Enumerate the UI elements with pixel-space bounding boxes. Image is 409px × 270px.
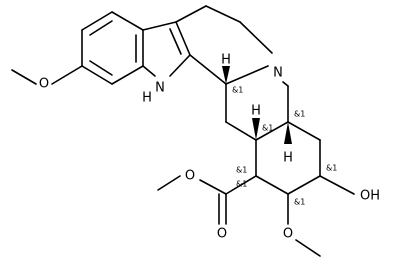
- ring-c: [175, 5, 273, 85]
- hydroxyl-label: OH: [360, 189, 380, 204]
- stereo-mark-c17: &1: [294, 198, 305, 207]
- stereo-h-top: H: [221, 53, 231, 68]
- stereo-wedge-top: [222, 66, 230, 84]
- ester-single-bond: [199, 179, 227, 195]
- methoxy-bottom-methyl: [295, 239, 321, 257]
- stereo-h-mid: H: [251, 104, 261, 119]
- stereo-mark-c18: &1: [326, 164, 337, 173]
- stereo-h-low: H: [283, 151, 293, 166]
- ester-carbonyl-oxygen: O: [217, 227, 227, 242]
- stereo-mark-c15: &1: [262, 124, 273, 133]
- stereo-mark-c3: &1: [232, 86, 243, 95]
- ring-e: [255, 121, 321, 195]
- stereo-mark-c16: &1: [236, 166, 247, 175]
- methoxy-oxygen-label: O: [39, 77, 49, 92]
- indole-nitrogen-label: N: [155, 81, 165, 96]
- ester-carbonyl-bond: [225, 175, 257, 195]
- methoxy-bottom-oxygen: O: [283, 227, 293, 242]
- indole-hydrogen-label: H: [142, 91, 152, 106]
- benzene-ring: [81, 11, 144, 85]
- stereo-mark-c19: &1: [236, 180, 247, 189]
- ring-d: [225, 81, 289, 141]
- ester-methyl: [157, 175, 181, 191]
- pyrrole-ring: [142, 21, 191, 77]
- methoxy-left: [11, 65, 83, 85]
- stereo-mark-c20: &1: [294, 110, 305, 119]
- stereo-wedge-low: [284, 122, 292, 144]
- ring-nitrogen-label: N: [273, 66, 283, 81]
- stereo-wedge-mid: [252, 118, 260, 140]
- hydroxyl-bond: [319, 175, 355, 195]
- ester-single-oxygen: O: [185, 169, 195, 184]
